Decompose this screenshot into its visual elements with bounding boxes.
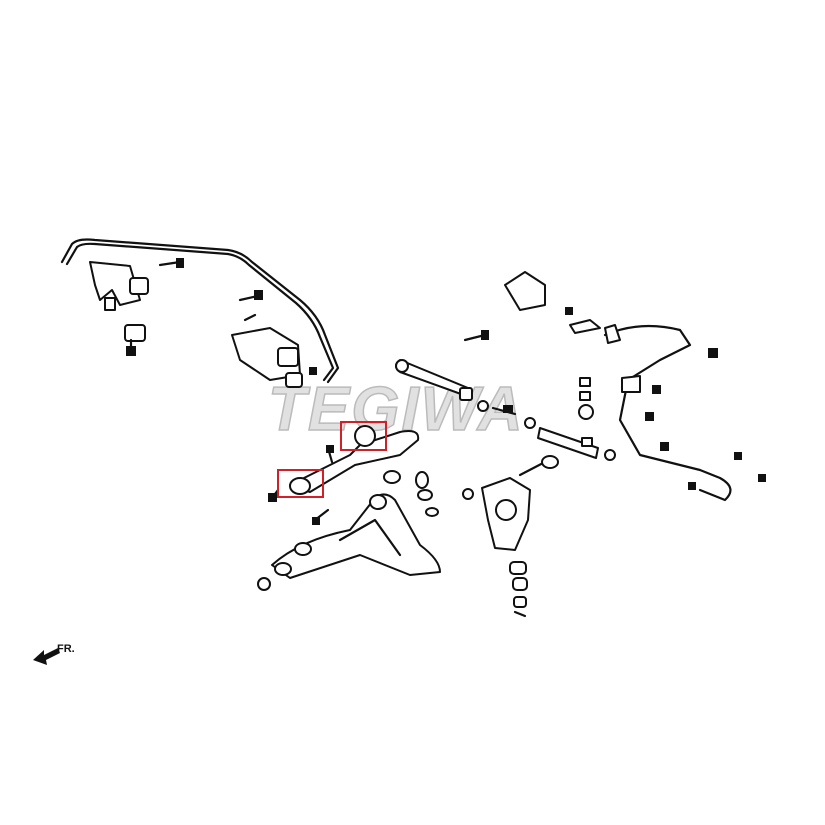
abs-sensor-wire <box>603 324 766 502</box>
trailing-bracket <box>504 271 601 447</box>
rear-knuckle <box>481 455 559 618</box>
front-direction-indicator: FR. <box>33 643 75 665</box>
ball-joint-parts <box>383 470 474 517</box>
highlight-bushing-front <box>340 421 387 451</box>
sway-bar <box>60 238 340 384</box>
lower-control-arm <box>257 493 441 591</box>
highlight-bushing-rear <box>277 469 324 498</box>
direction-label: FR. <box>57 643 75 655</box>
sway-bar-bracket-left <box>89 258 184 356</box>
arrow-icon <box>33 648 60 665</box>
upper-link <box>395 330 489 401</box>
sway-bar-bracket-right <box>231 290 317 388</box>
toe-link <box>477 400 616 461</box>
